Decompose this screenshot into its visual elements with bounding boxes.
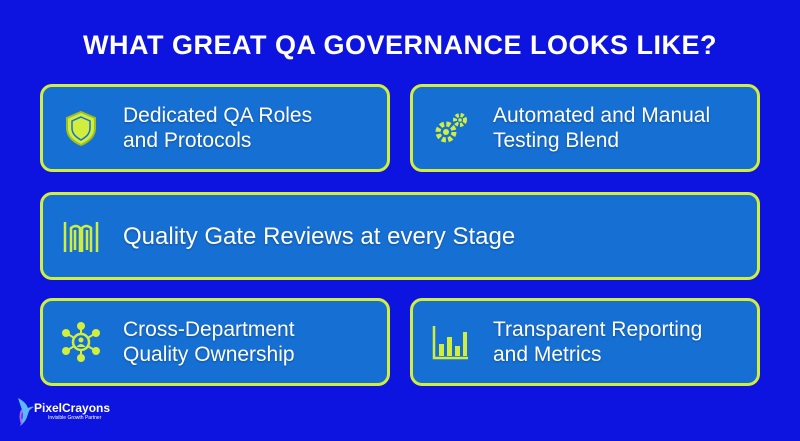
logo-name: PixelCrayons	[34, 401, 111, 415]
gate-icon	[63, 222, 99, 252]
page-title: WHAT GREAT QA GOVERNANCE LOOKS LIKE?	[83, 30, 717, 60]
shield-icon	[66, 110, 96, 147]
hummingbird-icon	[18, 398, 34, 426]
card-label: and Metrics	[493, 343, 602, 366]
brand-logo: PixelCrayons Invisible Growth Partner	[16, 396, 110, 426]
card-label: Testing Blend	[493, 129, 620, 152]
logo-tagline: Invisible Growth Partner	[48, 415, 102, 421]
bar-chart-icon	[432, 326, 468, 360]
network-icon	[62, 322, 100, 362]
card-label: Transparent Reporting	[493, 318, 703, 341]
card-label: Quality Gate Reviews at every Stage	[123, 222, 516, 250]
card-label: Dedicated QA Roles	[123, 104, 313, 127]
gears-icon	[435, 113, 467, 143]
card-label: and Protocols	[123, 129, 252, 152]
card-label: Automated and Manual	[493, 104, 711, 127]
card-label: Cross-Department	[123, 318, 295, 341]
card-quality-gate-reviews: Quality Gate Reviews at every Stage	[40, 192, 760, 280]
card-label: Quality Ownership	[123, 343, 295, 366]
